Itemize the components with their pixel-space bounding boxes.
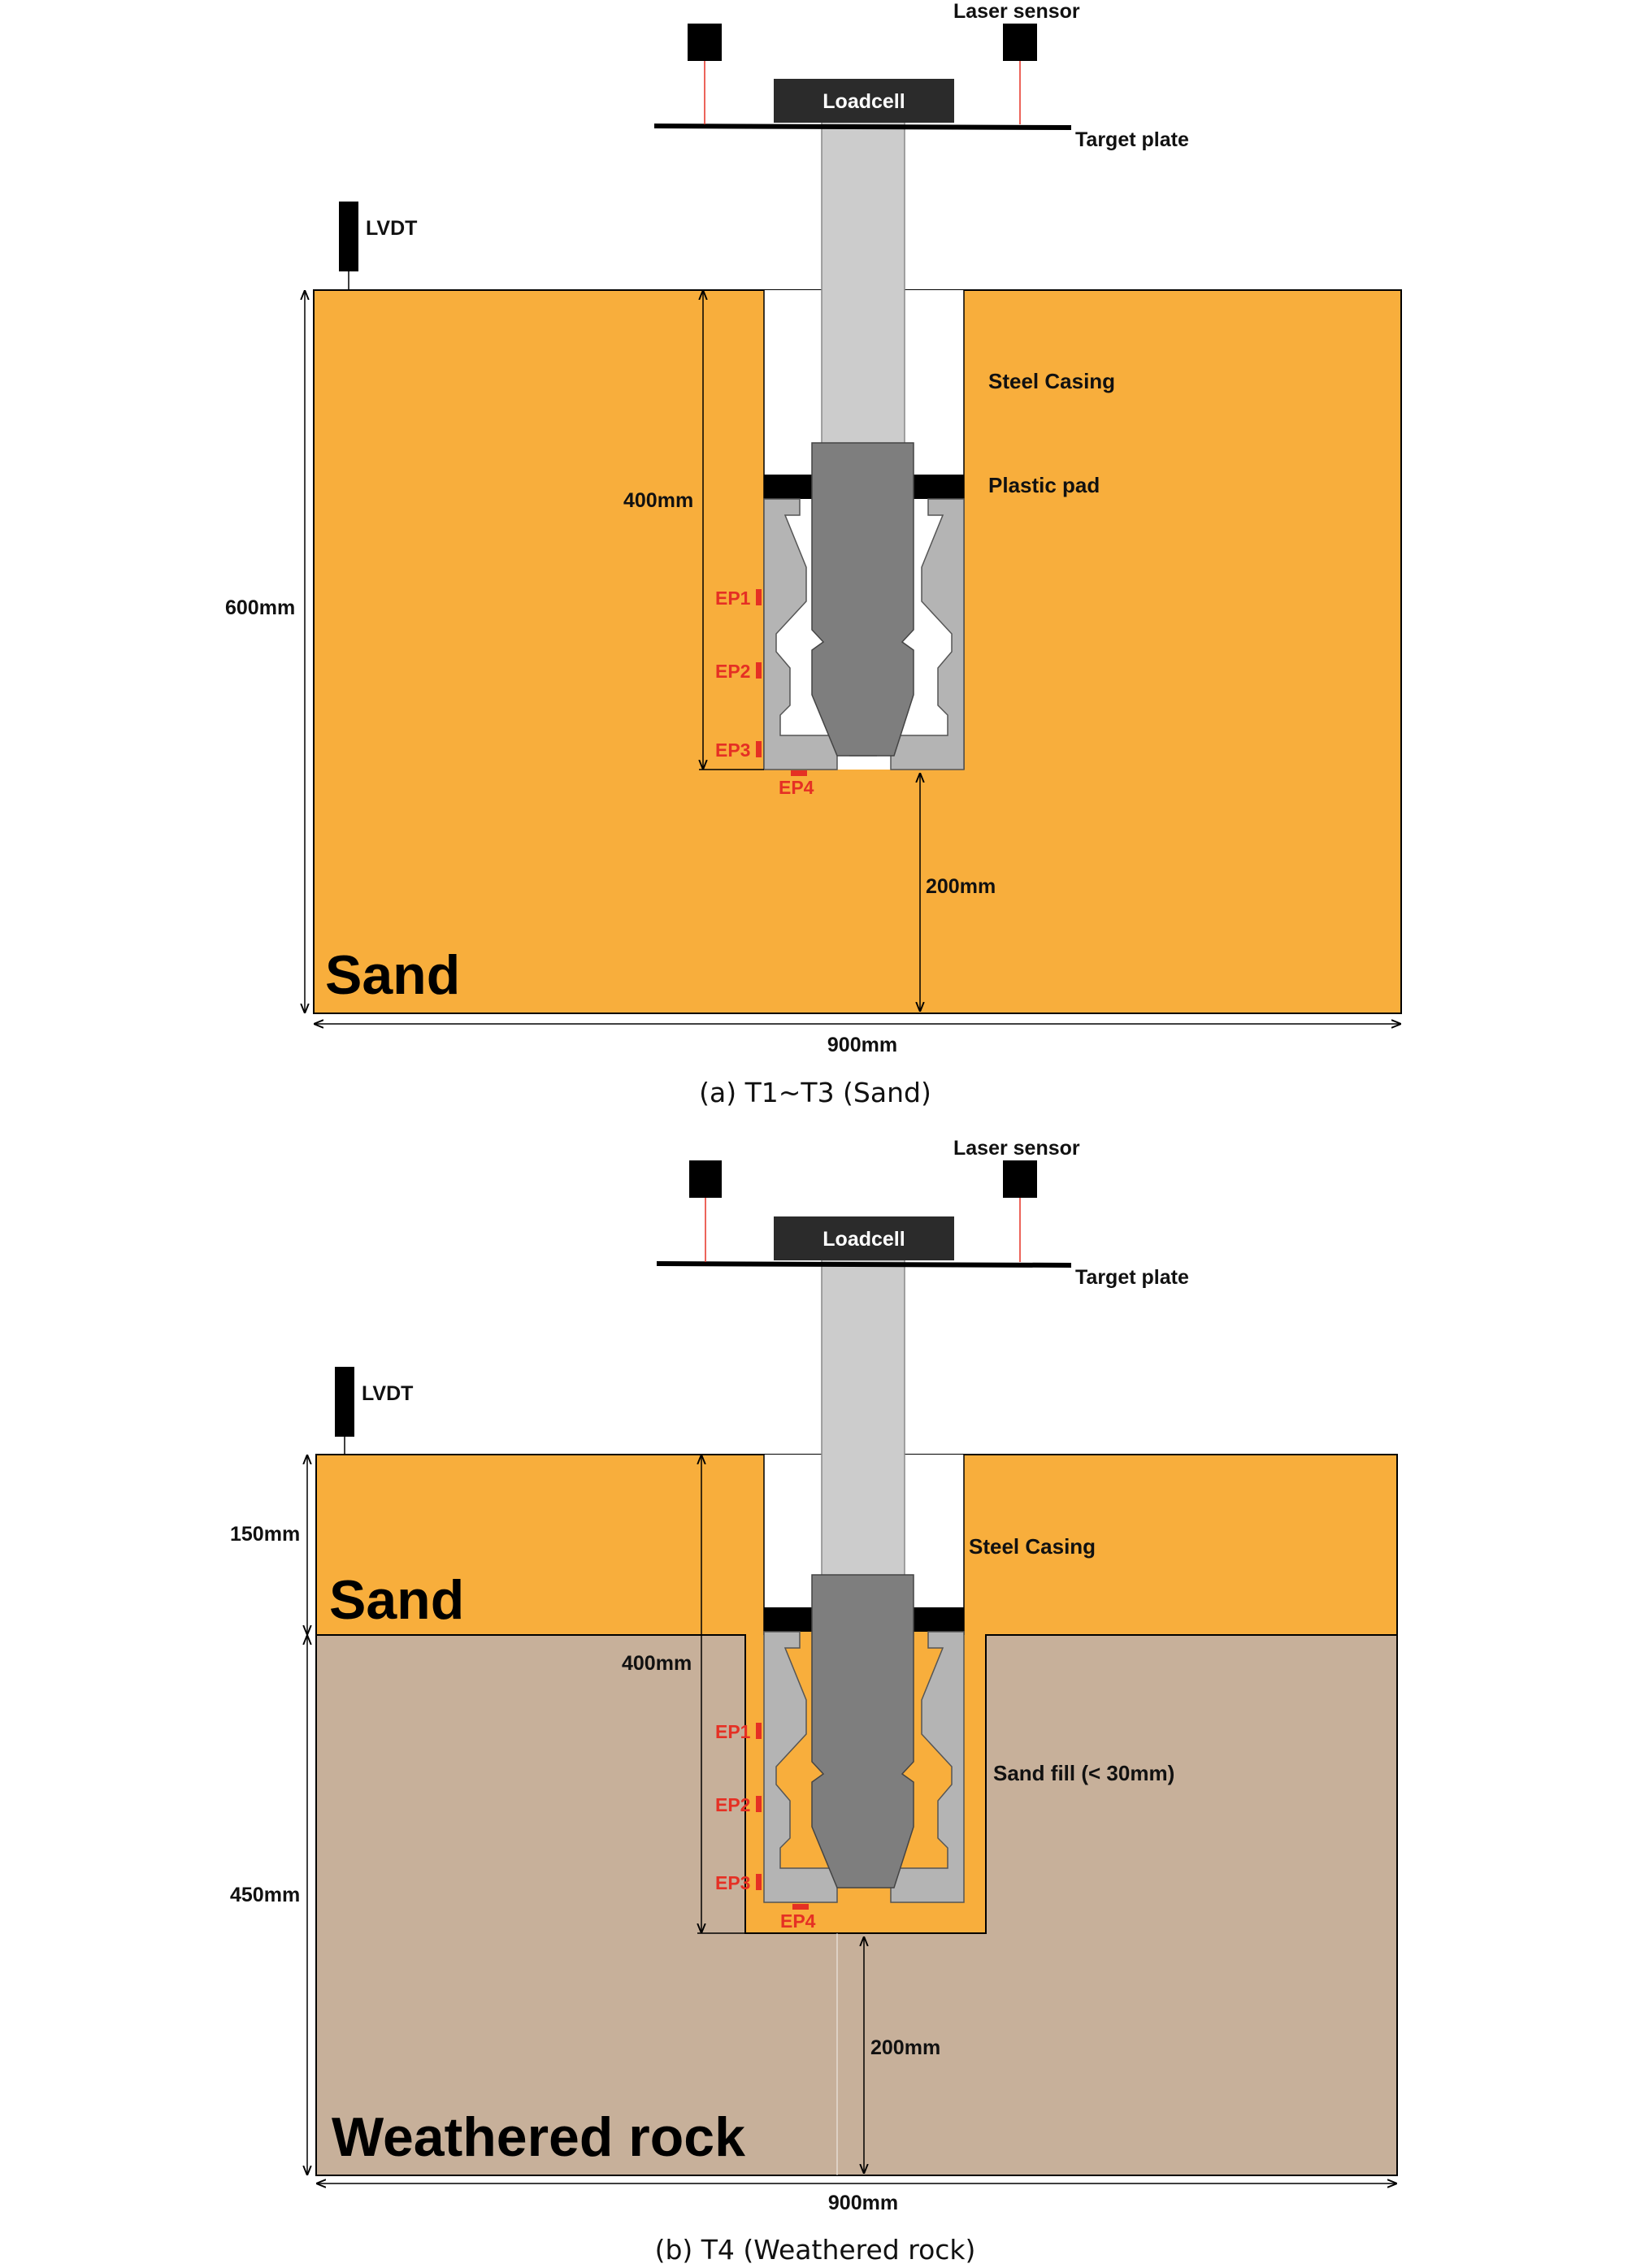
dim-900-label-b: 900mm bbox=[828, 2192, 898, 2214]
loadcell bbox=[774, 79, 954, 123]
pile-core bbox=[811, 442, 914, 757]
pile-core-b bbox=[811, 1574, 914, 1889]
steel-casing-label: Steel Casing bbox=[988, 369, 1115, 393]
pressure-sensor-ep3-b bbox=[756, 1874, 762, 1890]
laser-sensor-label: Laser sensor bbox=[953, 0, 1080, 23]
steel-rod-b bbox=[821, 1259, 905, 1577]
dim-400-label-b: 400mm bbox=[622, 1652, 692, 1675]
ep3-label-b: EP3 bbox=[715, 1872, 750, 1893]
pressure-sensor-ep4 bbox=[791, 770, 807, 776]
lvdt-sensor bbox=[339, 202, 358, 271]
dim-200-label: 200mm bbox=[926, 875, 996, 898]
laser-sensor-label-b: Laser sensor bbox=[953, 1137, 1080, 1160]
plastic-pad-left-b bbox=[764, 1607, 813, 1632]
laser-sensor-left-b bbox=[689, 1160, 722, 1198]
ep3-label: EP3 bbox=[715, 739, 750, 761]
ep2-label-b: EP2 bbox=[715, 1794, 750, 1815]
soil-label-sand-b: Sand bbox=[329, 1569, 464, 1631]
plastic-pad-right bbox=[914, 475, 964, 499]
pressure-sensor-ep1-b bbox=[756, 1723, 762, 1739]
pressure-sensor-ep4-b bbox=[792, 1904, 809, 1910]
pressure-sensor-ep3 bbox=[756, 741, 762, 757]
loadcell-label: Loadcell bbox=[823, 90, 905, 113]
steel-rod bbox=[821, 121, 905, 448]
lvdt-label-b: LVDT bbox=[362, 1382, 413, 1405]
plastic-pad-right-b bbox=[914, 1607, 964, 1632]
pressure-sensor-ep2 bbox=[756, 662, 762, 679]
laser-sensor-right bbox=[1003, 24, 1037, 61]
ep4-label: EP4 bbox=[779, 777, 814, 798]
caption-b: (b) T4 (Weathered rock) bbox=[655, 2234, 976, 2266]
pressure-sensor-ep1 bbox=[756, 589, 762, 605]
lvdt-label: LVDT bbox=[366, 217, 417, 240]
dim-600-label: 600mm bbox=[225, 596, 295, 619]
target-plate bbox=[653, 124, 1072, 130]
dim-400-label: 400mm bbox=[623, 489, 693, 512]
pressure-sensor-ep2-b bbox=[756, 1796, 762, 1812]
laser-sensor-right-b bbox=[1003, 1160, 1037, 1198]
target-plate-label: Target plate bbox=[1075, 128, 1189, 151]
dim-200-label-b: 200mm bbox=[870, 2036, 940, 2059]
ep4-label-b: EP4 bbox=[780, 1910, 816, 1932]
loadcell-label-b: Loadcell bbox=[823, 1228, 905, 1251]
laser-sensor-left bbox=[688, 24, 722, 61]
ep2-label: EP2 bbox=[715, 661, 750, 682]
plastic-pad-label: Plastic pad bbox=[988, 473, 1100, 497]
plastic-pad-left bbox=[764, 475, 813, 499]
loadcell-b bbox=[774, 1216, 954, 1260]
soil-label-weathered-rock: Weathered rock bbox=[332, 2106, 745, 2168]
diagram-b: EP1 EP2 EP3 EP4 Target plate Loadcell La… bbox=[230, 1137, 1398, 2266]
dim-450-label: 450mm bbox=[230, 1884, 300, 1906]
lvdt-sensor-b bbox=[335, 1367, 354, 1437]
target-plate-label-b: Target plate bbox=[1075, 1266, 1189, 1289]
steel-casing-label-b: Steel Casing bbox=[969, 1534, 1096, 1559]
dim-150-label: 150mm bbox=[230, 1523, 300, 1546]
target-plate-b bbox=[656, 1261, 1072, 1268]
ep1-label: EP1 bbox=[715, 588, 751, 609]
ep1-label-b: EP1 bbox=[715, 1721, 751, 1742]
soil-label-sand: Sand bbox=[325, 944, 460, 1006]
caption-a: (a) T1~T3 (Sand) bbox=[699, 1077, 931, 1108]
sand-fill-label: Sand fill (< 30mm) bbox=[993, 1761, 1174, 1785]
dim-900-label: 900mm bbox=[827, 1034, 897, 1056]
diagram-a: EP1 EP2 EP3 EP4 Target plate Loadcell La… bbox=[225, 0, 1402, 1108]
